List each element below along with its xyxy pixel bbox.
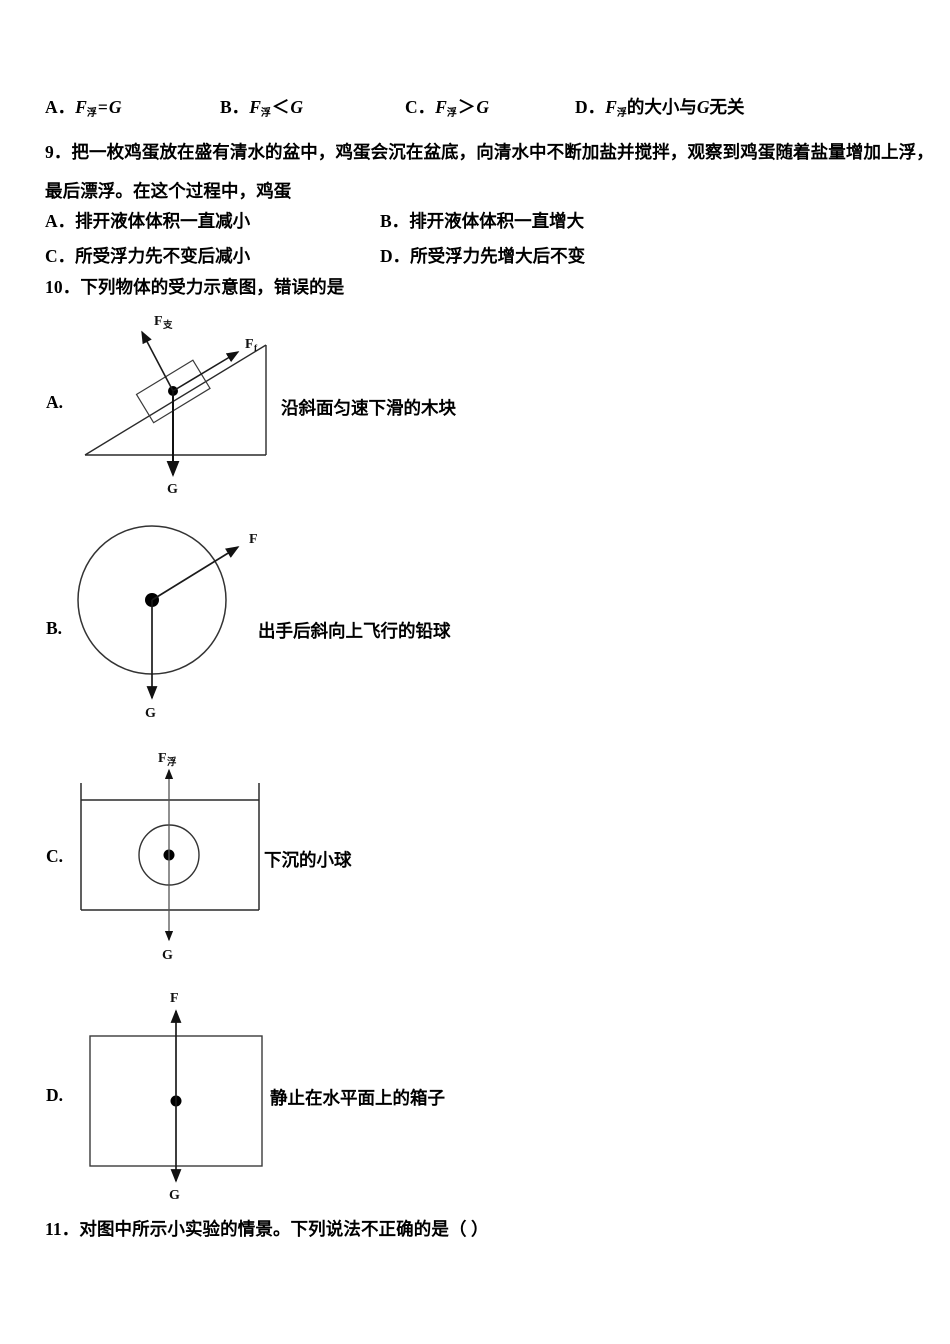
q8-option-b-symbol: F bbox=[249, 97, 261, 117]
q10-figure-a: F 支 F f G bbox=[70, 305, 300, 495]
q9-option-a-text: 排开液体体积一直减小 bbox=[75, 211, 251, 231]
q10-stem-text: 下列物体的受力示意图，错误的是 bbox=[80, 277, 345, 297]
q8-option-a-g: G bbox=[108, 97, 122, 117]
applied-force-label: F bbox=[249, 532, 258, 547]
q10-caption-a: 沿斜面匀速下滑的木块 bbox=[281, 398, 456, 418]
q8-option-c-subscript: 浮 bbox=[446, 107, 457, 119]
q9-stem-text1: 把一枚鸡蛋放在盛有清水的盆中，鸡蛋会沉在盆底，向清水中不断加盐并搅拌，观察到鸡蛋… bbox=[71, 142, 934, 162]
q9-option-c: C．所受浮力先不变后减小 bbox=[45, 243, 250, 268]
q9-option-b: B．排开液体体积一直增大 bbox=[380, 208, 584, 233]
q9-option-d: D．所受浮力先增大后不变 bbox=[380, 243, 585, 268]
q9-number: 9． bbox=[45, 142, 72, 162]
q9-stem-line2: 最后漂浮。在这个过程中，鸡蛋 bbox=[45, 181, 292, 201]
q8-option-a-subscript: 浮 bbox=[86, 107, 97, 119]
q8-option-a-letter: A． bbox=[45, 97, 76, 117]
q8-option-c: C．F浮＞G bbox=[405, 94, 575, 119]
q9-stem-line1: 9．把一枚鸡蛋放在盛有清水的盆中，鸡蛋会沉在盆底，向清水中不断加盐并搅拌，观察到… bbox=[45, 139, 934, 164]
q10-caption-b: 出手后斜向上飞行的铅球 bbox=[258, 621, 451, 641]
q10-choice-d-letter[interactable]: D. bbox=[46, 1085, 64, 1105]
q8-option-a: A．F浮=G bbox=[45, 94, 220, 119]
q11-number: 11． bbox=[45, 1219, 80, 1239]
q8-option-d: D．F浮的大小与G无关 bbox=[575, 94, 744, 119]
friction-force-sublabel: f bbox=[254, 344, 258, 354]
normal-force-arrow bbox=[141, 330, 174, 392]
friction-force-label: F bbox=[245, 337, 254, 352]
q9-option-d-letter: D． bbox=[380, 246, 411, 266]
q11-stem: 11．对图中所示小实验的情景。下列说法不正确的是（ ） bbox=[45, 1216, 489, 1241]
q8-option-c-g: G bbox=[476, 97, 489, 117]
q8-option-b-subscript: 浮 bbox=[260, 107, 271, 119]
gravity-label: G bbox=[167, 482, 178, 495]
q10-choice-c-letter[interactable]: C. bbox=[46, 846, 64, 866]
q8-option-d-text2: 无关 bbox=[709, 97, 745, 117]
q9-option-a-letter: A． bbox=[45, 211, 76, 231]
q8-option-b-letter: B． bbox=[220, 97, 250, 117]
q8-option-a-symbol: F bbox=[75, 97, 87, 117]
normal-force-sublabel: 支 bbox=[162, 319, 173, 331]
q11-stem-text: 对图中所示小实验的情景。下列说法不正确的是（ ） bbox=[79, 1219, 489, 1239]
q9-option-c-letter: C． bbox=[45, 246, 76, 266]
q9-option-d-text: 所受浮力先增大后不变 bbox=[410, 246, 586, 266]
q10-caption-c: 下沉的小球 bbox=[264, 850, 352, 870]
q8-option-c-symbol: F bbox=[435, 97, 447, 117]
q10-figure-b: F G bbox=[60, 515, 290, 730]
gravity-label-c: G bbox=[162, 948, 173, 963]
buoyancy-label: F bbox=[158, 752, 167, 766]
q8-option-d-g: G bbox=[696, 97, 710, 117]
q10-figure-d: F G bbox=[75, 985, 305, 1200]
q9-option-c-text: 所受浮力先不变后减小 bbox=[75, 246, 251, 266]
q8-option-c-relation: ＞ bbox=[457, 97, 476, 117]
q9-option-b-text: 排开液体体积一直增大 bbox=[409, 211, 585, 231]
applied-force-arrow bbox=[151, 546, 240, 601]
q8-option-d-letter: D． bbox=[575, 97, 606, 117]
q8-option-d-subscript: 浮 bbox=[616, 107, 627, 119]
buoyancy-sublabel: 浮 bbox=[167, 756, 177, 768]
q10-choice-a-letter[interactable]: A. bbox=[46, 392, 64, 412]
q10-stem: 10．下列物体的受力示意图，错误的是 bbox=[45, 274, 344, 299]
friction-force-arrow bbox=[172, 351, 240, 392]
q8-option-d-text1: 的大小与 bbox=[626, 97, 697, 117]
q8-option-d-symbol: F bbox=[605, 97, 617, 117]
q10-caption-d: 静止在水平面上的箱子 bbox=[270, 1088, 445, 1108]
q10-choice-b-letter[interactable]: B. bbox=[46, 618, 63, 638]
q8-option-a-relation: = bbox=[97, 97, 108, 117]
q9-option-b-letter: B． bbox=[380, 211, 410, 231]
q8-option-b-relation: ＜ bbox=[271, 97, 290, 117]
q10-number: 10． bbox=[45, 277, 81, 297]
q8-option-b-g: G bbox=[290, 97, 304, 117]
q8-option-c-letter: C． bbox=[405, 97, 436, 117]
gravity-label-d: G bbox=[169, 1188, 180, 1200]
support-force-label: F bbox=[170, 991, 179, 1006]
q9-option-a: A．排开液体体积一直减小 bbox=[45, 208, 250, 233]
q10-figure-c: F 浮 G bbox=[70, 752, 300, 967]
normal-force-label: F bbox=[154, 314, 163, 329]
gravity-label-b: G bbox=[145, 706, 156, 721]
q8-option-b: B．F浮＜G bbox=[220, 94, 405, 119]
incline-slope bbox=[84, 344, 267, 456]
